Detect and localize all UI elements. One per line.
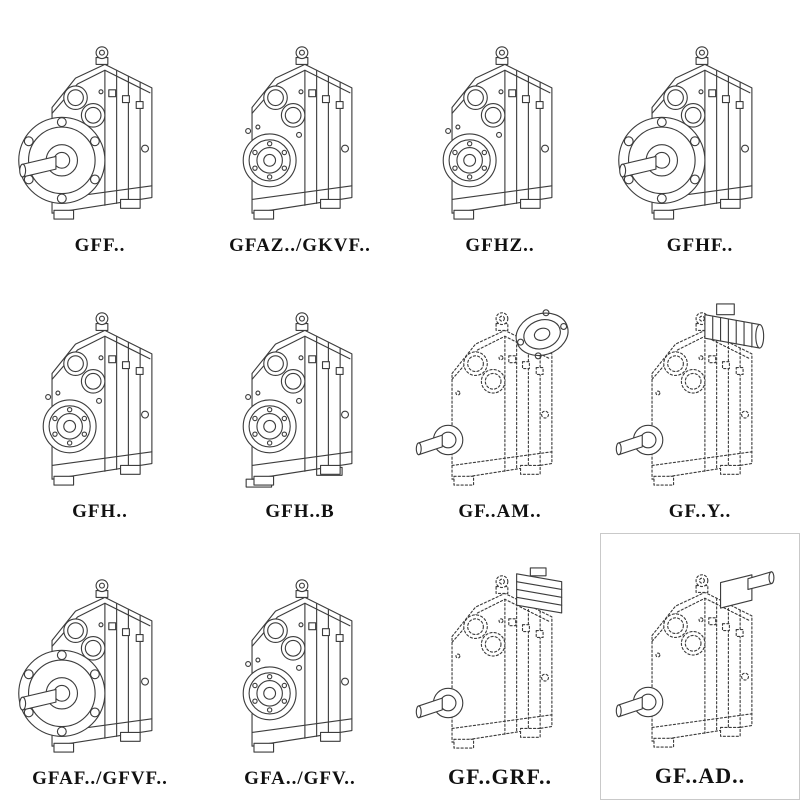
catalog-cell-gfaf-gfvf: GFAF../GFVF.. — [0, 533, 200, 800]
model-label: GFHF.. — [666, 234, 734, 256]
catalog-cell-gfhz: GFHZ.. — [400, 0, 600, 267]
gearbox-input-shaft-adapter-drawing — [615, 571, 775, 748]
catalog-cell-gf-grf: GF..GRF.. — [400, 533, 600, 800]
housing-outline — [251, 579, 353, 753]
output-shaft — [415, 425, 464, 456]
catalog-cell-gf-ad: GF..AD.. — [600, 533, 800, 800]
catalog-cell-gf-y: GF..Y.. — [600, 267, 800, 534]
gearbox-output-flange-drawing — [618, 45, 753, 220]
output-flange — [18, 649, 106, 737]
input-shaft — [719, 571, 775, 609]
catalog-cell-gfhf: GFHF.. — [600, 0, 800, 267]
catalog-cell-gfaz-gkvf: GFAZ../GKVF.. — [200, 0, 400, 267]
catalog-cell-gfh: GFH.. — [0, 267, 200, 534]
output-flange — [618, 116, 706, 204]
catalog-cell-gf-am: GF..AM.. — [400, 267, 600, 534]
catalog-cell-gfh-b: GFH..B — [200, 267, 400, 534]
model-label: GFHZ.. — [465, 234, 535, 256]
model-label: GFF.. — [74, 234, 126, 256]
model-label: GFAZ../GKVF.. — [229, 234, 371, 256]
gearbox-hollow-shaft-drawing — [242, 579, 353, 753]
model-label: GFAF../GFVF.. — [32, 767, 168, 789]
housing-outline — [251, 45, 353, 220]
model-label: GFH.. — [72, 501, 128, 523]
gearbox-hollow-shaft-drawing — [42, 312, 153, 486]
catalog-cell-gff: GFF.. — [0, 0, 200, 267]
catalog-cell-gfa-gfv: GFA../GFV.. — [200, 533, 400, 800]
gearbox-output-flange-drawing — [18, 45, 153, 220]
gearbox-iec-adapter-flange-drawing — [415, 306, 575, 486]
model-label: GFH..B — [265, 501, 335, 523]
model-label: GF..AD.. — [654, 762, 746, 788]
gearbox-adapter-block-drawing — [415, 567, 563, 749]
housing-outline — [451, 45, 553, 220]
housing-outline — [251, 312, 353, 486]
gearbox-hollow-shaft-drawing — [242, 45, 353, 220]
housing-outline — [51, 312, 153, 486]
model-label: GF..GRF.. — [448, 763, 552, 789]
gearbox-output-flange-drawing — [18, 579, 153, 753]
output-shaft — [415, 687, 464, 719]
gearbox-hollow-shaft-drawing — [442, 45, 553, 220]
output-shaft — [615, 686, 664, 718]
model-label: GF..Y.. — [668, 501, 732, 523]
adapter-block — [516, 567, 563, 614]
output-shaft — [615, 425, 664, 456]
output-flange — [18, 116, 106, 204]
model-label: GFA../GFV.. — [244, 767, 356, 789]
model-label: GF..AM.. — [458, 501, 542, 523]
gearbox-with-motor-drawing — [615, 303, 765, 486]
gearbox-hollow-shaft-base-drawing — [242, 312, 353, 488]
